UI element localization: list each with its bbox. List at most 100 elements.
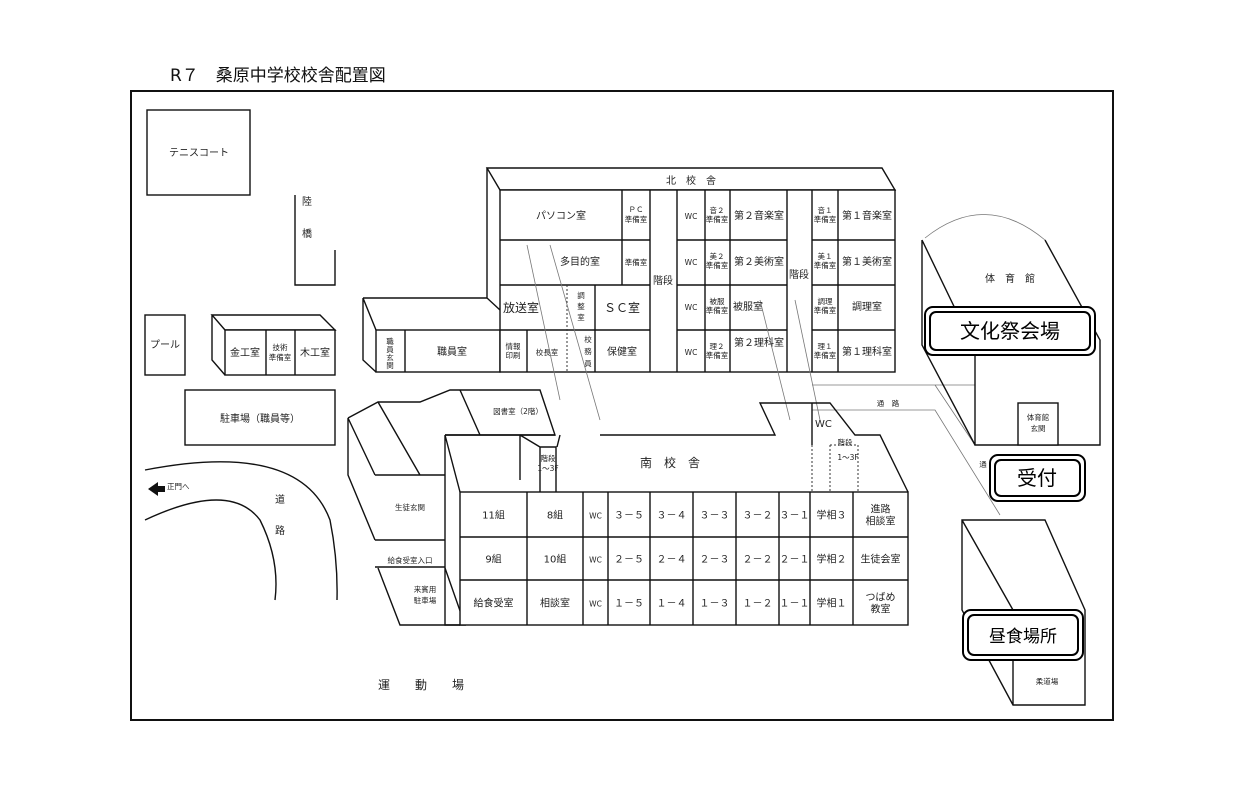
art2-prep-2: 準備室 <box>706 260 729 270</box>
reception-box: 受付 <box>989 454 1086 502</box>
classroom-label: 相談室 <box>540 597 570 610</box>
north-building <box>362 167 897 421</box>
classroom-label: １－３ <box>700 599 730 610</box>
tennis-court <box>146 109 251 196</box>
classroom-label: WC <box>589 600 602 609</box>
music-room-2: 第２音楽室 <box>734 209 784 222</box>
tech-building: 金工室 技術 準備室 木工室 <box>210 314 337 376</box>
gym-label: 体 育 館 <box>985 272 1035 285</box>
adjust-room-2: 整 <box>577 301 585 311</box>
staff-entrance-3: 玄 <box>386 352 394 362</box>
classroom-label: WC <box>589 512 602 521</box>
bridge <box>294 195 336 286</box>
classroom-label: ３－３ <box>700 511 730 522</box>
classroom-label: １－１ <box>780 599 810 610</box>
south-wc-top: WC <box>815 419 832 430</box>
science-room-1: 第１理科室 <box>842 345 892 358</box>
cooking-room: 調理室 <box>852 300 882 313</box>
staff-room: 職員室 <box>437 345 467 358</box>
classroom-label: 給食受室 <box>474 597 514 610</box>
classroom-label: 進路 <box>871 503 891 516</box>
sports-ground-1: 運 <box>378 678 390 692</box>
classroom-label: 8組 <box>547 509 563 522</box>
art1-prep-1: 美１ <box>818 251 833 261</box>
staff-parking-label: 駐車場（職員等） <box>220 412 300 425</box>
passage-label: 通 路 <box>877 398 900 408</box>
classroom-label: つばめ <box>866 592 896 604</box>
custodian-3: 員 <box>584 359 592 368</box>
road-label-1: 道 <box>275 493 285 506</box>
gym-entrance-1: 体育館 <box>1027 412 1050 422</box>
guest-parking <box>377 567 466 626</box>
classroom-label: 9組 <box>485 553 501 566</box>
metalwork-room: 金工室 <box>230 346 260 359</box>
south-stairs-right-1: 階段 <box>838 437 853 447</box>
student-entrance-label: 生徒玄関 <box>395 502 425 512</box>
road-label-2: 路 <box>275 524 285 537</box>
library-label: 図書室（2階） <box>493 406 543 416</box>
staff-entrance-2: 員 <box>386 345 394 354</box>
pool <box>144 314 186 376</box>
gym-entrance-2: 玄関 <box>1031 423 1046 433</box>
sc-room: ＳＣ室 <box>604 300 640 315</box>
south-building-name: 南 校 舎 <box>640 455 700 470</box>
classroom-label: 教室 <box>871 603 891 616</box>
classroom-label: ２－２ <box>743 555 773 566</box>
library-building <box>347 389 556 541</box>
south-building <box>444 402 909 626</box>
lunch-area-label: 昼食場所 <box>989 627 1057 647</box>
prep-room: 準備室 <box>625 257 648 267</box>
classroom-label: 生徒会室 <box>861 553 901 566</box>
bridge-label-2: 橋 <box>302 227 312 240</box>
staff-parking <box>184 389 336 446</box>
sports-ground-3: 場 <box>452 678 464 692</box>
adjust-room-3: 室 <box>577 312 585 322</box>
classroom-label: １－５ <box>614 599 644 610</box>
adjust-room-1: 調 <box>577 290 585 300</box>
classroom-label: 学相２ <box>817 553 847 566</box>
staff-entrance-4: 関 <box>386 361 394 370</box>
principal-room: 校長室 <box>536 347 559 357</box>
south-stairs-left-2: 1～3F <box>537 464 558 473</box>
passage-lines <box>812 384 1001 516</box>
map-frame <box>130 90 1114 721</box>
classroom-label: ２－５ <box>614 555 644 566</box>
classroom-label: 10組 <box>544 553 567 566</box>
sci2-prep-2: 準備室 <box>706 350 729 360</box>
bridge-label-1: 陸 <box>302 195 312 208</box>
staff-entrance-1: 職 <box>386 337 394 346</box>
classroom-label: １－４ <box>657 599 687 610</box>
classroom-label: WC <box>589 556 602 565</box>
classroom-label: 学相１ <box>817 597 847 610</box>
south-stairs-right-2: 1～3F <box>837 453 858 462</box>
pc-prep-1: ＰＣ <box>629 205 644 214</box>
judo-hall-label: 柔道場 <box>1036 676 1059 686</box>
main-gate-arrow-icon <box>148 482 165 496</box>
art-room-2: 第２美術室 <box>734 255 784 268</box>
pc-room: パソコン室 <box>536 209 586 222</box>
art-room-1: 第１美術室 <box>842 255 892 268</box>
classroom-label: ２－４ <box>657 555 687 566</box>
classroom-label: ３－４ <box>657 511 687 522</box>
custodian-2: 務 <box>584 346 592 356</box>
art1-prep-2: 準備室 <box>814 260 837 270</box>
wc-1: WC <box>685 212 698 221</box>
print-room-1: 情報 <box>506 341 521 351</box>
north-stairs-1: 階段 <box>653 274 673 287</box>
pc-prep-2: 準備室 <box>625 214 648 224</box>
classroom-label: 11組 <box>482 509 505 522</box>
sewing-prep-1: 被服 <box>710 296 725 306</box>
print-room-2: 印刷 <box>506 351 521 360</box>
map-title: R７ 桑原中学校校舎配置図 <box>170 66 386 86</box>
custodian-1: 校 <box>584 334 592 344</box>
wc-4: WC <box>685 348 698 357</box>
lunch-receiving-entrance-label: 給食受室入口 <box>388 555 433 565</box>
wc-3: WC <box>685 303 698 312</box>
music2-prep-1: 音２ <box>710 205 725 215</box>
science-room-2: 第２理科室 <box>734 336 784 349</box>
lunch-area-box: 昼食場所 <box>962 609 1084 661</box>
road-edge-1 <box>144 499 277 601</box>
tech-prep-label-2: 準備室 <box>269 352 292 362</box>
reception-label: 受付 <box>1017 466 1057 490</box>
classroom-label: ３－５ <box>614 511 644 522</box>
